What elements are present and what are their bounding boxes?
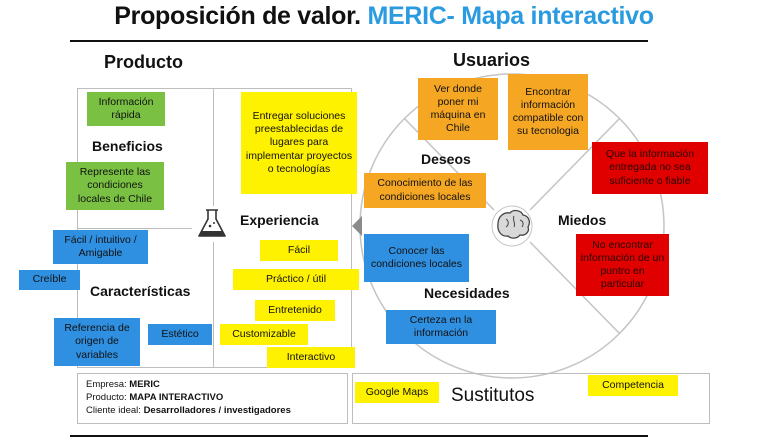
substitutes-label: Sustitutos — [451, 385, 535, 406]
page-title: Proposición de valor. MERIC- Mapa intera… — [0, 2, 768, 31]
note-miedo-punto: No encontrar información de un puntro en… — [576, 234, 669, 296]
info-producto-value: MAPA INTERACTIVO — [129, 391, 224, 403]
note-practico: Práctico / útil — [233, 269, 359, 290]
note-google-maps: Google Maps — [355, 382, 439, 403]
product-divider-horizontal — [77, 228, 213, 229]
experiencia-label: Experiencia — [240, 212, 319, 228]
note-interactivo: Interactivo — [267, 347, 355, 368]
info-empresa-row: Empresa: MERIC — [86, 379, 339, 392]
info-cliente-label: Cliente ideal: — [86, 404, 141, 416]
info-box: Empresa: MERIC Producto: MAPA INTERACTIV… — [77, 373, 348, 424]
note-representa: Represente las condiciones locales de Ch… — [66, 162, 164, 210]
note-customizable: Customizable — [220, 324, 308, 345]
info-producto-row: Producto: MAPA INTERACTIVO — [86, 392, 339, 405]
note-estetico: Estético — [148, 324, 212, 345]
note-referencia: Referencia de origen de variables — [54, 318, 140, 366]
caracteristicas-label: Características — [90, 283, 191, 299]
info-producto-label: Producto: — [86, 391, 127, 403]
title-accent: MERIC- Mapa interactivo — [367, 2, 654, 30]
brain-icon — [491, 205, 533, 247]
note-miedo-fiable: Que la información entregada no sea sufi… — [592, 142, 708, 194]
circle-divider-bottom-right — [529, 241, 621, 335]
necesidades-label: Necesidades — [424, 285, 510, 301]
note-conocimiento: Conocimiento de las condiciones locales — [364, 173, 486, 208]
note-competencia: Competencia — [588, 375, 678, 396]
flask-icon — [192, 206, 234, 242]
note-creible: Creíble — [19, 270, 80, 290]
title-main: Proposición de valor. — [114, 2, 361, 30]
info-empresa-label: Empresa: — [86, 379, 127, 390]
info-cliente-value: Desarrolladores / investigadores — [143, 404, 291, 416]
arrow-left-icon — [352, 216, 362, 236]
note-info-rapida: Información rápida — [87, 92, 165, 126]
users-heading: Usuarios — [453, 50, 531, 70]
substitutes-box — [352, 373, 710, 424]
note-facil: Fácil — [260, 240, 338, 261]
note-entregar: Entregar soluciones preestablecidas de l… — [241, 92, 357, 194]
note-facil-intuitivo: Fácil / intuitivo / Amigable — [53, 230, 148, 264]
info-empresa-value: MERIC — [129, 379, 160, 390]
circle-divider-top-right — [529, 117, 621, 211]
note-encontrar: Encontrar información compatible con su … — [508, 74, 588, 150]
info-cliente-row: Cliente ideal: Desarrolladores / investi… — [86, 405, 339, 418]
note-ver-donde: Ver donde poner mi máquina en Chile — [418, 78, 498, 140]
top-rule — [70, 40, 648, 42]
miedos-label: Miedos — [558, 212, 607, 228]
note-conocer: Conocer las condiciones locales — [364, 234, 469, 282]
bottom-rule — [70, 435, 648, 437]
beneficios-label: Beneficios — [92, 138, 163, 154]
note-certeza: Certeza en la información — [386, 310, 496, 344]
product-heading: Producto — [104, 52, 183, 72]
deseos-label: Deseos — [421, 151, 471, 167]
note-entretenido: Entretenido — [255, 300, 335, 321]
